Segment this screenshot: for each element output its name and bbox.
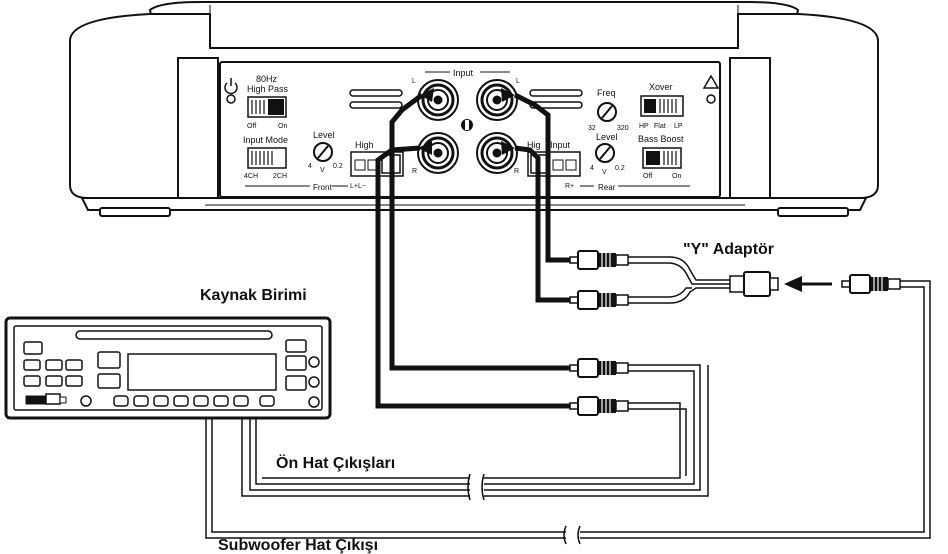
high-pass-label: High Pass <box>247 84 289 94</box>
jack-right-mark-1: R <box>412 168 417 175</box>
freq-min: 32 <box>588 125 596 132</box>
front-label: Front <box>313 183 332 192</box>
jack-left-mark-1: L <box>412 78 416 85</box>
jack-right-mark-2: R <box>514 168 519 175</box>
bass-boost-switch[interactable] <box>642 147 682 169</box>
source-unit <box>4 316 332 420</box>
high-pass-freq-label: 80Hz <box>256 74 278 84</box>
freq-max: 320 <box>617 125 629 132</box>
cable-arrowheads <box>418 88 515 155</box>
mode-4ch-label: 4CH <box>244 173 258 180</box>
rear-left-rca-jack[interactable] <box>476 79 518 121</box>
high-pass-switch[interactable] <box>247 96 287 118</box>
bass-boost-off-label: Off <box>643 173 652 180</box>
rear-terminal-marks: R+ <box>565 183 574 190</box>
arrow-front-right-icon <box>418 141 432 155</box>
jack-left-mark-2: L <box>516 78 520 85</box>
high-pass-off-label: Off <box>247 123 256 130</box>
rear-level-max: 0.2 <box>615 165 625 172</box>
rear-high-input-label: Input <box>550 140 571 150</box>
warning-icon <box>702 74 720 104</box>
y-adapter[interactable] <box>628 256 779 304</box>
rear-right-rca-jack[interactable] <box>476 132 518 174</box>
subwoofer-rca-plug[interactable] <box>841 274 901 294</box>
front-line-outputs-label: Ön Hat Çıkışları <box>276 453 395 472</box>
bass-boost-on-label: On <box>672 173 681 180</box>
center-screw-icon <box>461 119 473 131</box>
input-mode-switch[interactable] <box>247 147 287 169</box>
xover-flat-label: Flat <box>654 123 666 130</box>
input-section-title: Input <box>453 68 474 78</box>
front-level-min: 4 <box>308 163 312 170</box>
front-plug-bracket <box>349 89 403 109</box>
xover-lp-label: LP <box>674 123 683 130</box>
amplifier-input-cables <box>375 92 570 409</box>
mode-2ch-label: 2CH <box>273 173 287 180</box>
arrow-front-left-icon <box>420 88 434 102</box>
y-adapter-label: "Y" Adaptör <box>683 241 774 258</box>
cable-break-marks <box>467 473 581 545</box>
power-icon <box>224 78 238 104</box>
front-line-plug-1[interactable] <box>569 358 629 378</box>
xover-hp-label: HP <box>639 123 649 130</box>
front-level-v: V <box>320 167 325 174</box>
front-level-max: 0.2 <box>333 163 343 170</box>
bass-boost-label: Bass Boost <box>638 134 684 144</box>
y-adapter-plug-1[interactable] <box>569 250 629 270</box>
subwoofer-line-output-label: Subwoofer Hat Çıkışı <box>218 537 378 554</box>
rear-label: Rear <box>598 183 616 192</box>
freq-label: Freq <box>597 88 616 98</box>
front-left-rca-jack[interactable] <box>417 79 459 121</box>
rear-level-knob[interactable] <box>595 143 615 163</box>
xover-label: Xover <box>649 82 673 92</box>
front-level-knob[interactable] <box>313 142 333 162</box>
amplifier <box>69 1 879 217</box>
front-high-input-label: High <box>355 140 374 150</box>
front-line-plug-2[interactable] <box>569 396 629 416</box>
rear-level-label: Level <box>596 132 618 142</box>
arrow-rear-left-icon <box>501 88 515 102</box>
front-right-rca-jack[interactable] <box>417 132 459 174</box>
freq-knob[interactable] <box>597 102 617 122</box>
rear-level-v: V <box>602 169 607 176</box>
y-adapter-arrow-icon <box>784 276 832 292</box>
y-adapter-plug-2[interactable] <box>569 290 629 310</box>
high-pass-on-label: On <box>278 123 287 130</box>
front-level-label: Level <box>313 130 335 140</box>
input-mode-label: Input Mode <box>243 135 288 145</box>
xover-switch[interactable] <box>640 95 684 117</box>
rear-high-input-prefix: Hig <box>527 140 541 150</box>
source-unit-label: Kaynak Birimi <box>200 287 307 304</box>
rear-level-min: 4 <box>590 165 594 172</box>
front-terminal-marks: L+L− <box>350 183 366 190</box>
arrow-rear-right-icon <box>501 141 515 155</box>
